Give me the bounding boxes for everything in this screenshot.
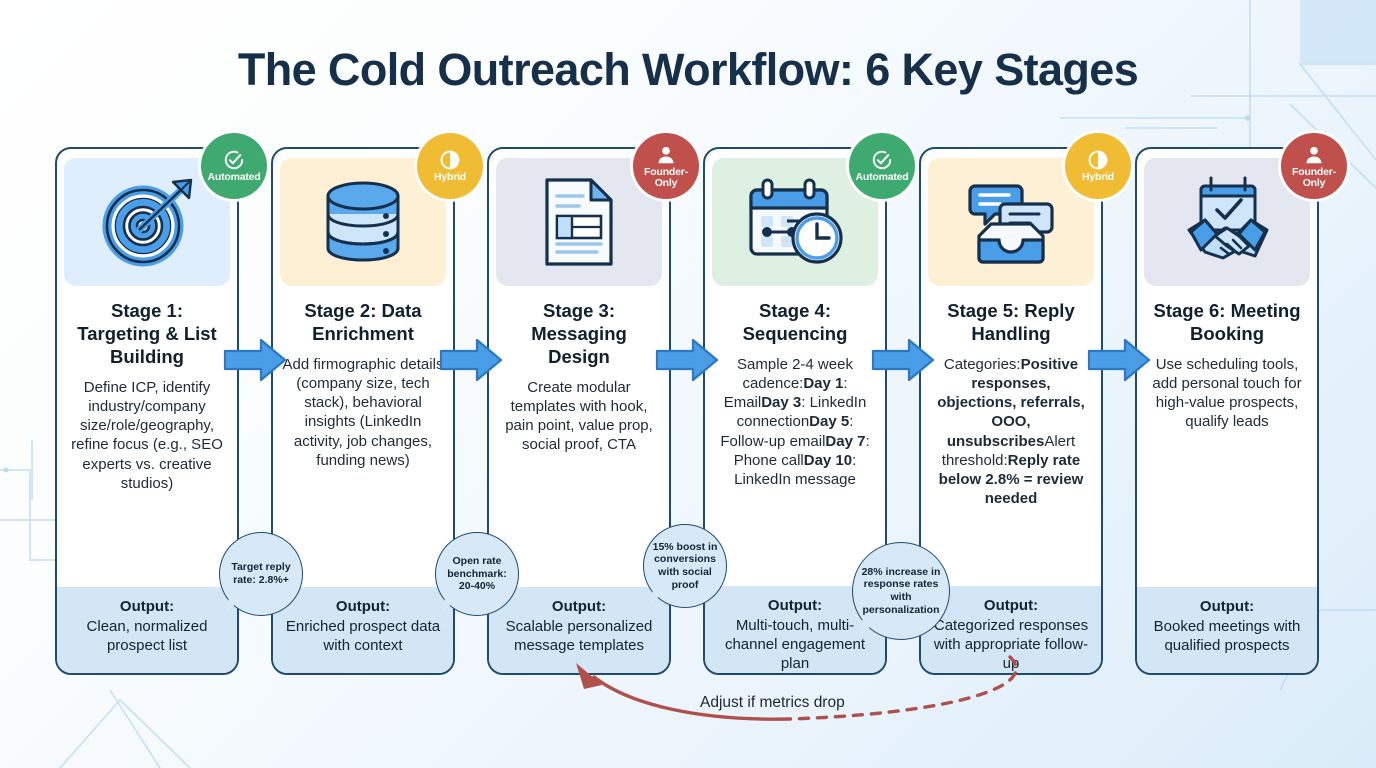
stage-card-6[interactable]: Stage 6: Meeting Booking Use scheduling … [1135,147,1319,675]
mode-badge-automated-1[interactable]: Automated [201,133,267,199]
mode-badge-hybrid-2[interactable]: Hybrid [417,133,483,199]
handshake-calendar-icon [1187,176,1269,260]
stage-desc-4: Sample 2-4 week cadence:Day 1: EmailDay … [720,355,870,488]
stage-title-1: Stage 1:Targeting & List Building [77,300,217,367]
output-label-3: Output: [551,598,607,615]
page-title: The Cold Outreach Workflow: 6 Key Stages [237,44,1139,95]
mode-badge-label-4: Automated [855,171,909,184]
stage-card-2[interactable]: Stage 2: Data Enrichment Add firmographi… [271,147,455,675]
stage-card-body-4: Stage 4: Sequencing Sample 2-4 week cade… [705,149,885,586]
icon-tile-4 [712,158,878,286]
connector-arrow-1 [223,338,287,382]
icon-tile-5 [928,158,1094,286]
stat-bubble-2: Open rate benchmark: 20-40% [435,532,519,616]
mode-badge-founder-3[interactable]: Founder-Only [633,133,699,199]
mode-badge-label-6: Founder-Only [1292,165,1336,189]
stage-slot-6: Stage 6: Meeting Booking Use scheduling … [1135,133,1347,675]
stage-card-body-3: Stage 3: Messaging Design Create modular… [489,149,669,587]
stage-card-3[interactable]: Stage 3: Messaging Design Create modular… [487,147,671,675]
stage-output-1: Output: Clean, normalized prospect list [57,587,237,673]
output-text-4: Multi-touch, multi-channel engagement pl… [724,616,866,672]
connector-gap-1 [223,147,287,675]
stage-card-body-5: Stage 5: Reply Handling Categories:Posit… [921,149,1101,586]
stage-card-body-1: Stage 1:Targeting & List Building Define… [57,149,237,587]
output-text-3: Scalable personalized message templates [505,618,653,655]
output-text-6: Booked meetings with qualified prospects [1153,618,1301,655]
stage-slot-2: Stage 2: Data Enrichment Add firmographi… [219,133,483,675]
mode-badge-automated-4[interactable]: Automated [849,133,915,199]
output-label-6: Output: [1199,598,1255,615]
stage-output-2: Output: Enriched prospect data with cont… [273,587,453,673]
stat-bubble-1: Target reply rate: 2.8%+ [219,532,303,616]
person-icon [1306,146,1322,163]
stage-desc-6: Use scheduling tools, add personal touch… [1152,355,1302,431]
feedback-loop-arrow [576,655,1018,721]
database-icon [326,181,400,262]
connector-arrow-2 [439,338,503,382]
mode-badge-label-1: Automated [207,171,261,184]
mode-badge-hybrid-5[interactable]: Hybrid [1065,133,1131,199]
stage-card-body-6: Stage 6: Meeting Booking Use scheduling … [1137,149,1317,587]
stage-desc-1: Define ICP, identify industry/company si… [71,378,223,492]
person-icon [658,146,674,163]
icon-tile-2 [280,158,446,286]
inbox-chat-icon [968,184,1054,264]
stage-output-3: Output: Scalable personalized message te… [489,587,669,673]
output-label-4: Output: [767,596,823,614]
output-text-5: Categorized responses with appropriate f… [933,616,1089,672]
stage-title-6: Stage 6: Meeting Booking [1153,300,1301,344]
document-template-icon [545,178,613,266]
output-text-2: Enriched prospect data with context [285,618,441,655]
icon-tile-3 [496,158,662,286]
workflow-stage-rail: Stage 1:Targeting & List Building Define… [55,133,1347,675]
connector-gap-5 [1087,147,1151,675]
check-circle-icon [224,150,244,170]
stage-output-6: Output: Booked meetings with qualified p… [1137,587,1317,673]
icon-tile-6 [1144,158,1310,286]
connector-arrow-4 [871,338,935,382]
connector-gap-3 [655,147,719,675]
output-text-1: Clean, normalized prospect list [86,618,208,655]
stage-title-2: Stage 2: Data Enrichment [304,300,422,344]
stat-bubble-3: 15% boost in conversions with social pro… [643,524,727,608]
stage-slot-1: Stage 1:Targeting & List Building Define… [55,133,267,675]
stage-title-4: Stage 4: Sequencing [742,300,848,344]
half-circle-icon [440,150,460,170]
stage-title-3: Stage 3: Messaging Design [531,300,627,367]
stage-title-5: Stage 5: Reply Handling [947,300,1075,344]
mode-badge-label-5: Hybrid [1081,171,1115,184]
stage-slot-5: Stage 5: Reply Handling Categories:Posit… [852,133,1131,675]
connector-gap-4 [871,147,935,675]
stage-desc-2: Add firmographic details (company size, … [282,355,444,469]
mode-badge-label-2: Hybrid [433,171,467,184]
feedback-loop-label: Adjust if metrics drop [700,694,845,711]
icon-tile-1 [64,158,230,286]
connector-arrow-5 [1087,338,1151,382]
output-label-5: Output: [983,596,1039,614]
stage-card-body-2: Stage 2: Data Enrichment Add firmographi… [273,149,453,587]
mode-badge-label-3: Founder-Only [644,165,688,189]
check-circle-icon [872,150,892,170]
stage-desc-3: Create modular templates with hook, pain… [505,378,653,454]
stat-bubble-4: 28% increase in response rates with pers… [852,542,950,640]
output-label-1: Output: [119,598,175,615]
mode-badge-founder-6[interactable]: Founder-Only [1281,133,1347,199]
connector-gap-2 [439,147,503,675]
calendar-clock-icon [749,178,843,264]
stage-slot-3: Stage 3: Messaging Design Create modular… [435,133,699,675]
half-circle-icon [1088,150,1108,170]
output-label-2: Output: [335,598,391,615]
stage-card-1[interactable]: Stage 1:Targeting & List Building Define… [55,147,239,675]
stage-desc-5: Categories:Positive responses, objection… [937,355,1085,508]
connector-arrow-3 [655,338,719,382]
stage-output-5: Output: Categorized responses with appro… [921,585,1101,673]
target-icon [102,178,193,267]
